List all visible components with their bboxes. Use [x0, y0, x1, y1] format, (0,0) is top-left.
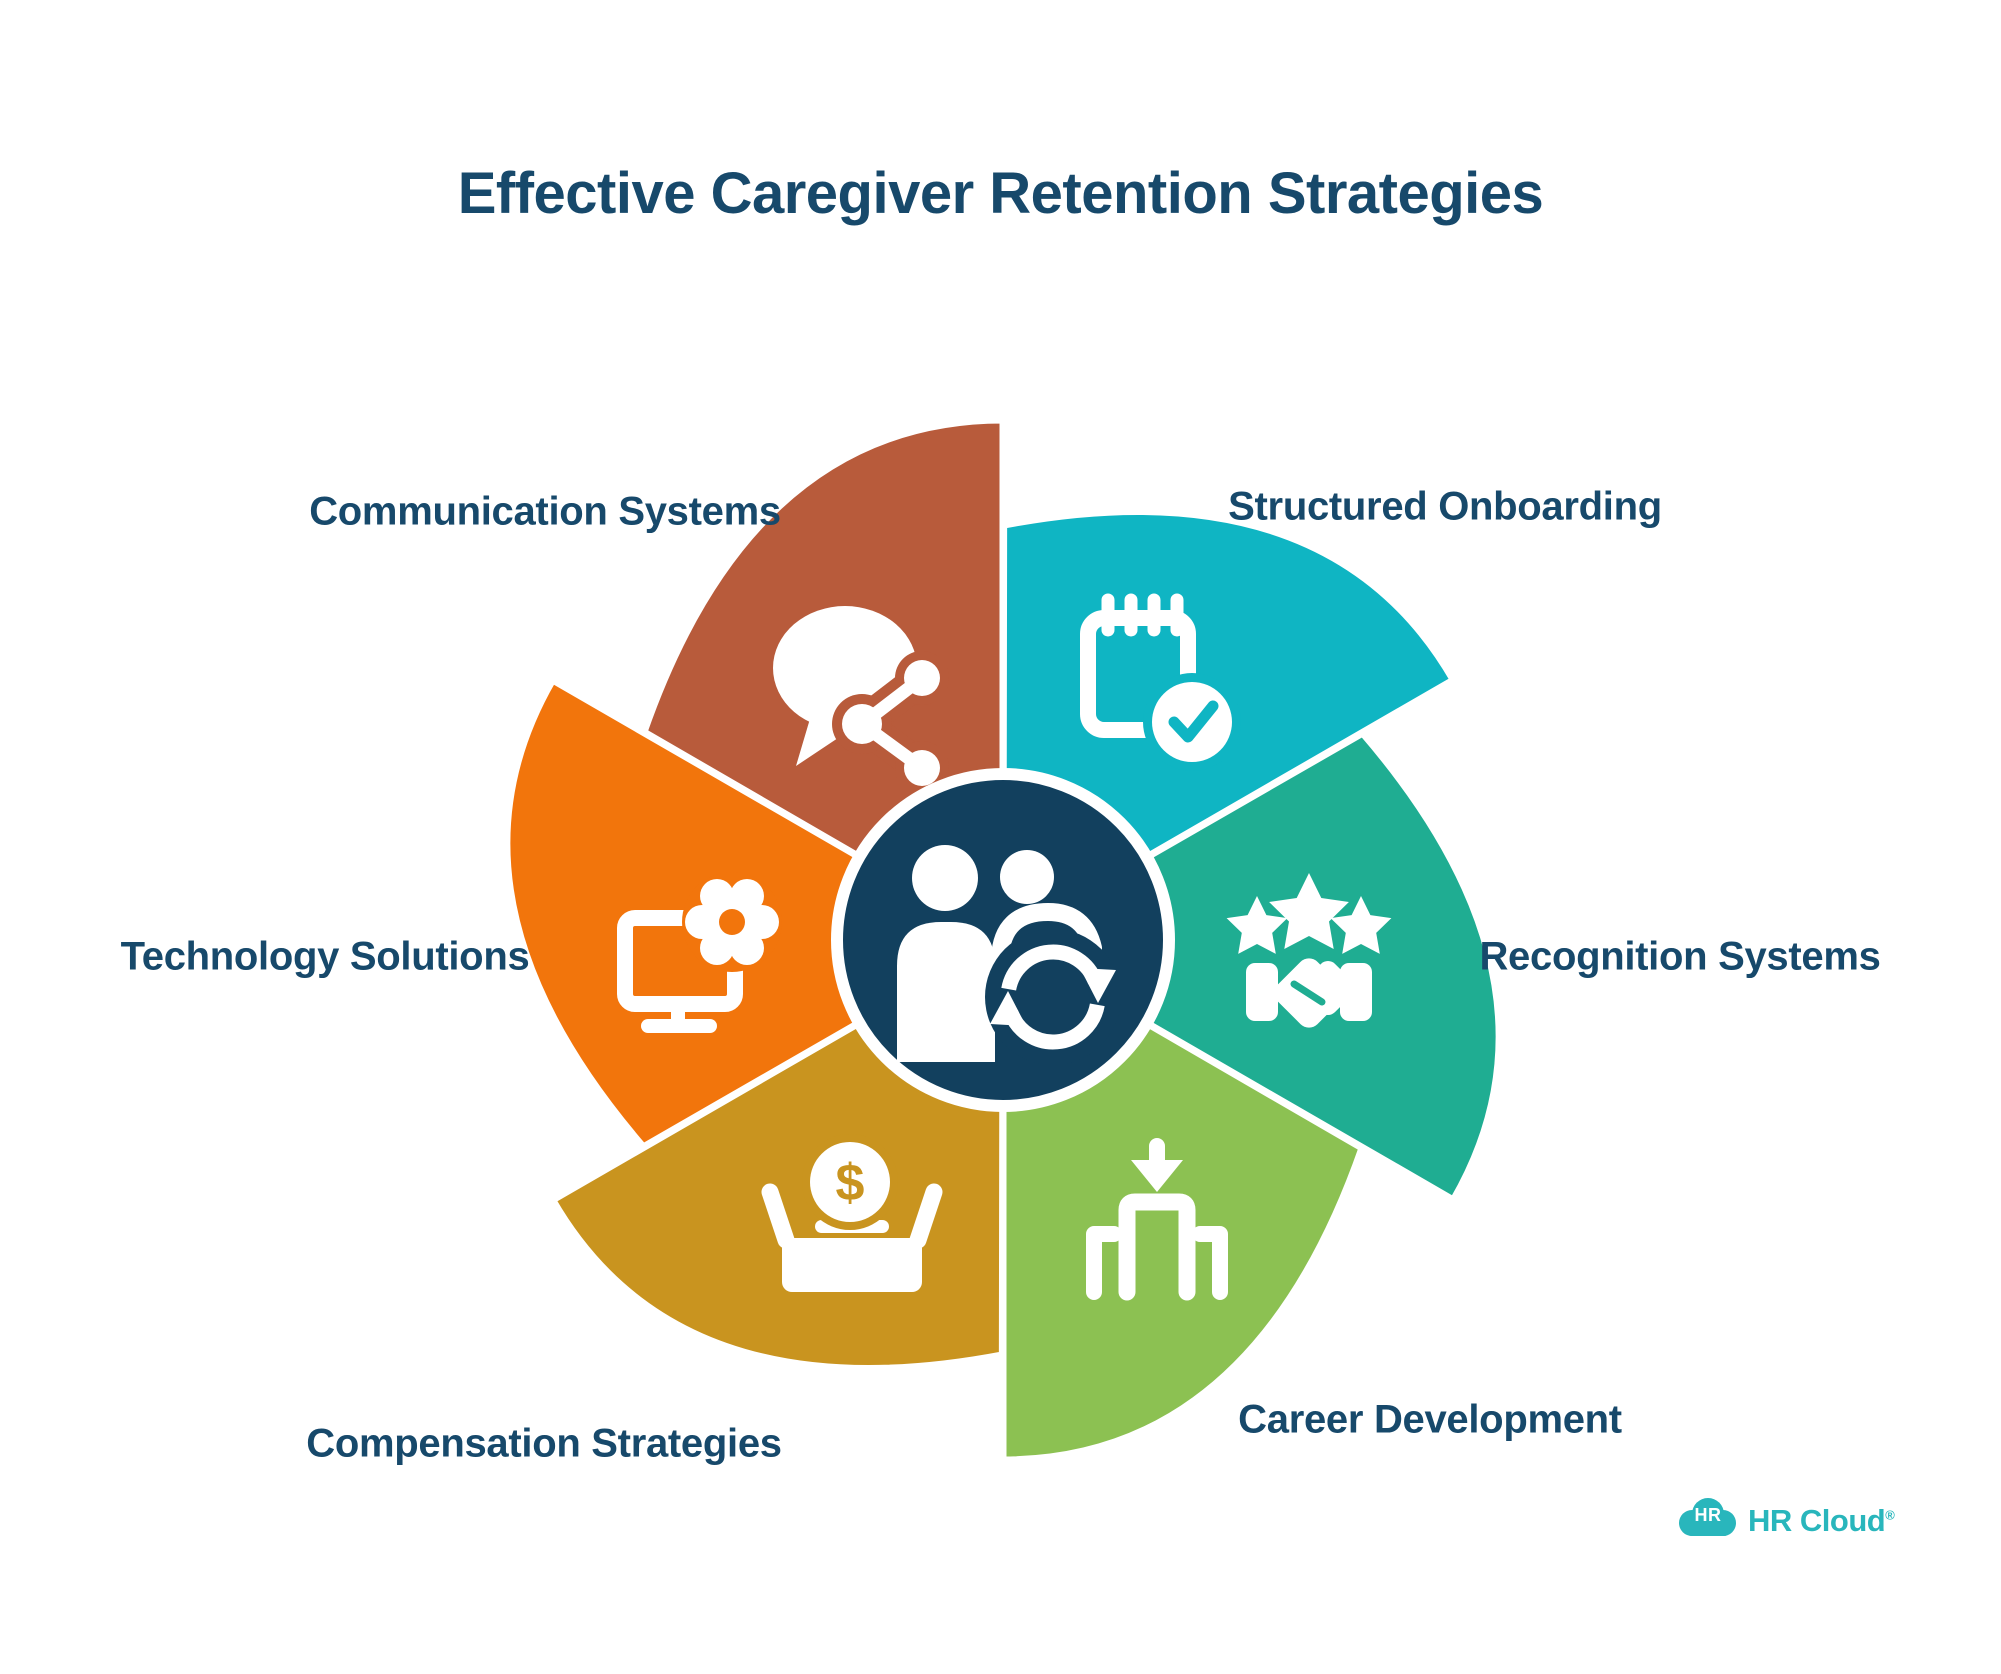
segment-label-structured-onboarding: Structured Onboarding [1228, 484, 1662, 529]
position-arrow-icon [1086, 1138, 1228, 1301]
registered-mark: ® [1885, 1507, 1895, 1523]
notepad-check-icon [1080, 593, 1241, 771]
monitor-gear-icon [617, 872, 782, 1033]
center-circle-group [831, 768, 1175, 1112]
dollar-glyph: $ [836, 1154, 865, 1212]
caregiver-sync-icon [897, 845, 1121, 1065]
segment-label-technology-solutions: Technology Solutions [120, 934, 530, 979]
stars-handshake-icon [1226, 873, 1392, 1028]
segment-label-compensation-strategies: Compensation Strategies [306, 1421, 782, 1466]
speech-bubble-share-icon [773, 606, 949, 795]
donation-coin-icon: $ [761, 1134, 943, 1292]
hr-cloud-logo: HR HR Cloud® [1678, 1496, 1895, 1546]
hr-cloud-icon: HR [1678, 1496, 1738, 1546]
segment-label-recognition-systems: Recognition Systems [1479, 934, 1881, 979]
segment-label-communication-systems: Communication Systems [309, 489, 781, 534]
segment-label-career-development: Career Development [1238, 1397, 1622, 1442]
page-title: Effective Caregiver Retention Strategies [457, 161, 1544, 226]
logo-badge-text: HR [1694, 1505, 1722, 1525]
logo-brand-text: HR Cloud® [1748, 1503, 1895, 1538]
